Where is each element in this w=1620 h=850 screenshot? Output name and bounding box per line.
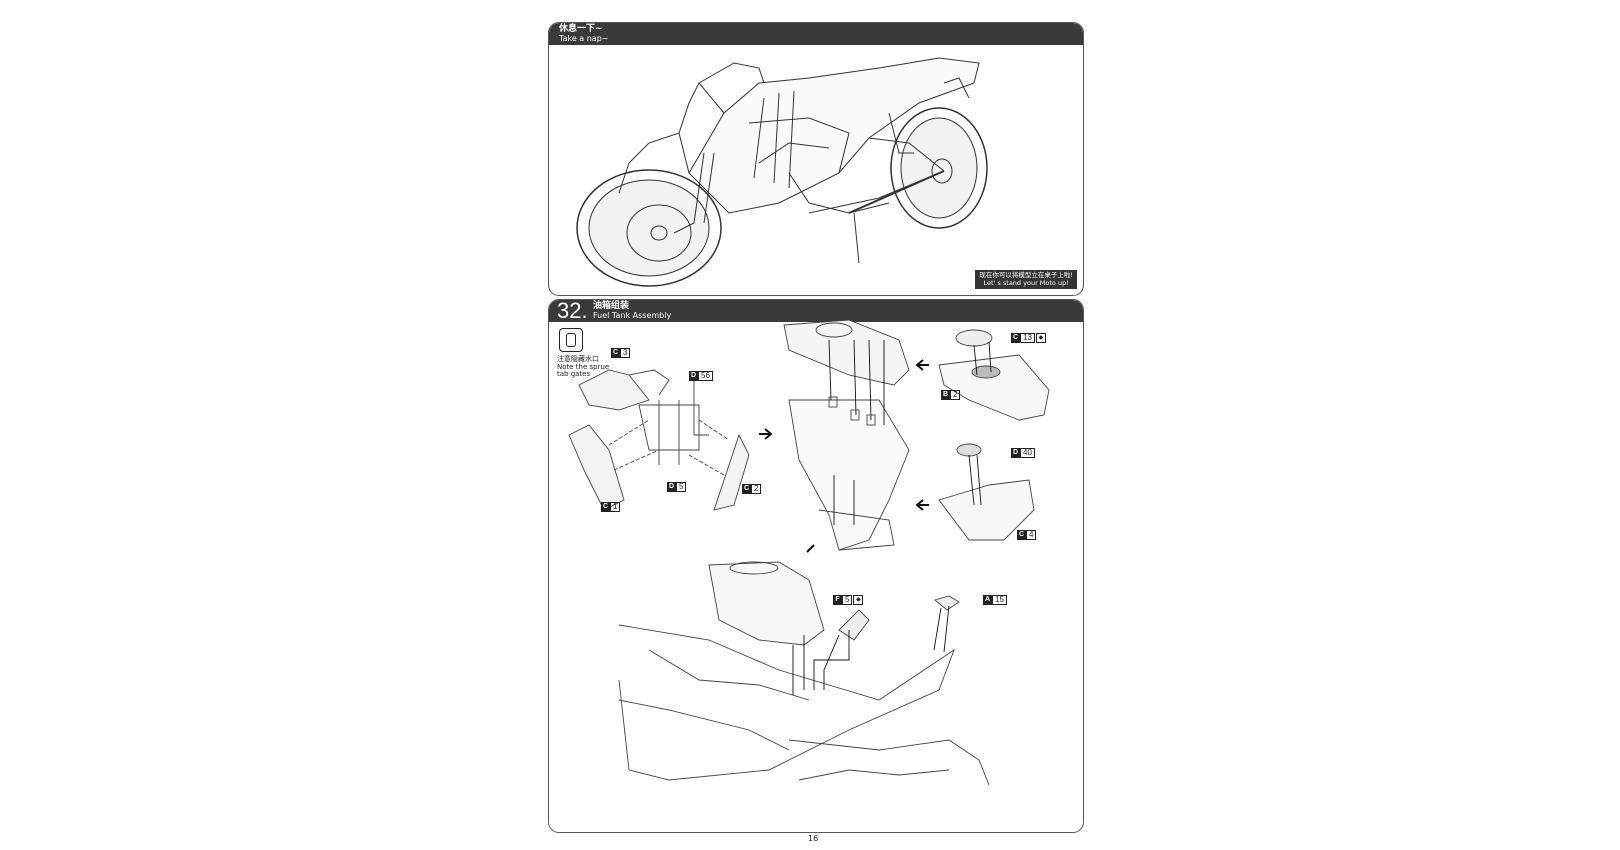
part-callout-b2: B 2 bbox=[941, 390, 961, 400]
panel-header: 休息一下~ Take a nap~ bbox=[549, 23, 1083, 45]
gate-note-en-2: tab gates bbox=[557, 370, 591, 378]
gate-note: 注意隐藏水口 Note the sprue tab gates bbox=[557, 355, 610, 379]
step-title-cn: 油箱组装 bbox=[593, 301, 630, 311]
paint-icon: ◆ bbox=[853, 595, 864, 605]
part-callout-c13: C 13 ◆ bbox=[1011, 333, 1046, 343]
paint-icon: ◆ bbox=[1035, 333, 1046, 343]
take-a-nap-panel: 休息一下~ Take a nap~ bbox=[548, 22, 1084, 296]
part-callout-c3: C 3 bbox=[611, 348, 631, 358]
sprue-gate-icon bbox=[559, 328, 583, 352]
part-callout-a15: A 15 bbox=[983, 595, 1007, 605]
step-32-panel: 32. 油箱组装 Fuel Tank Assembly 注意隐藏水口 Note … bbox=[548, 299, 1084, 833]
step-number: 32. bbox=[557, 299, 588, 323]
step-title-en: Fuel Tank Assembly bbox=[593, 311, 672, 320]
step-header: 32. 油箱组装 Fuel Tank Assembly bbox=[549, 299, 1083, 323]
part-callout-d56: D 56 bbox=[689, 371, 713, 381]
gate-note-en-1: Note the sprue bbox=[557, 362, 610, 371]
panel-title-cn: 休息一下~ bbox=[559, 24, 603, 34]
assembly-illustration bbox=[568, 319, 1050, 786]
page-number: 16 bbox=[808, 834, 819, 843]
stand-note-cn: 现在你可以将模型立在桌子上啦! bbox=[979, 271, 1073, 279]
part-callout-f5: F 5 ◆ bbox=[833, 595, 864, 605]
part-callout-c4: C 4 bbox=[1017, 530, 1037, 540]
stand-note: 现在你可以将模型立在桌子上啦! Let' s stand your Moto u… bbox=[975, 270, 1077, 289]
part-callout-c1: C 1 bbox=[601, 502, 621, 512]
part-callout-c2: C 2 bbox=[742, 484, 762, 494]
part-callout-d40: D 40 bbox=[1011, 448, 1035, 458]
motorcycle-illustration bbox=[576, 57, 988, 287]
stand-note-en: Let' s stand your Moto up! bbox=[983, 278, 1069, 287]
panel-title-en: Take a nap~ bbox=[559, 34, 609, 43]
gate-note-cn: 注意隐藏水口 bbox=[557, 355, 599, 363]
part-callout-d5: D 5 bbox=[667, 482, 687, 492]
